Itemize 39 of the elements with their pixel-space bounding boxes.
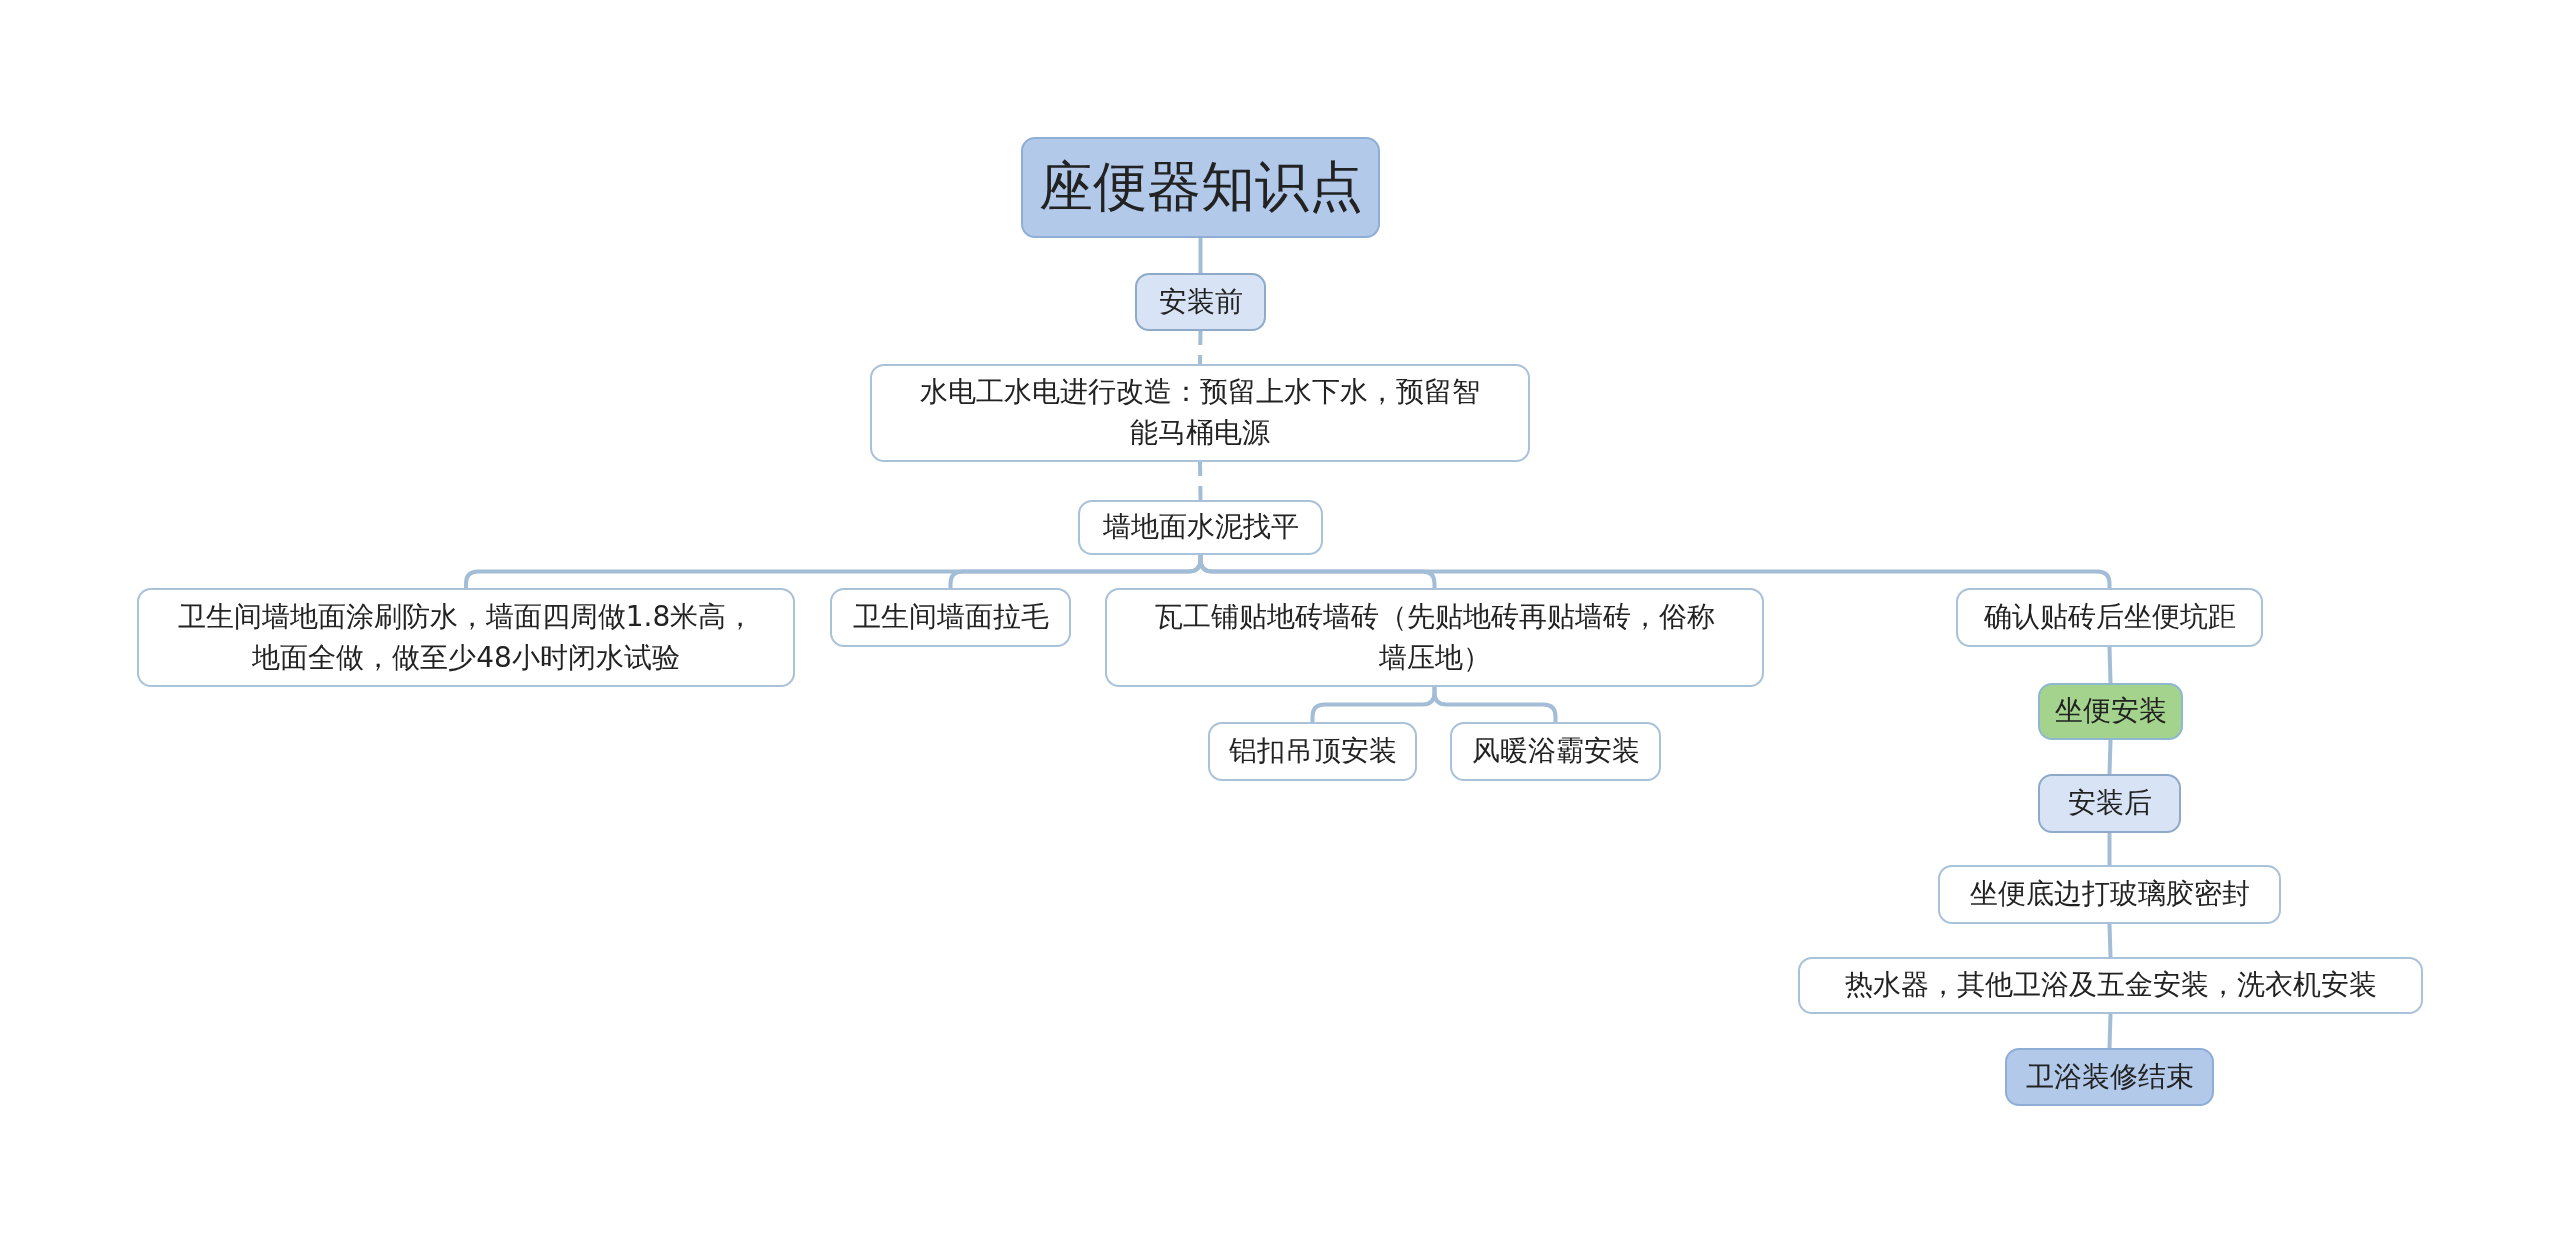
connector-line: [1198, 238, 1203, 273]
topic-text: 墙地面水泥找平: [1102, 509, 1299, 546]
topic-box: [1798, 957, 2423, 1014]
connector-line: [2107, 923, 2113, 958]
topic-box: [1105, 588, 1764, 687]
topic-box: [1956, 588, 2263, 647]
root-topic-box: [1021, 137, 1380, 238]
topic-text: 卫生间墙地面涂刷防水，墙面四周做1.8米高，地面全做，做至少48小时闭水试验: [176, 598, 756, 676]
connector-line: [1198, 461, 1203, 501]
topic-text: 风暖浴霸安装: [1471, 733, 1640, 770]
connector-line: [2107, 833, 2112, 865]
connector-line: [2107, 646, 2113, 684]
highlight-box: [2038, 683, 2183, 740]
topic-text: 卫生间墙面拉毛: [852, 599, 1049, 636]
topic-text: 坐便底边打玻璃胶密封: [1969, 876, 2250, 913]
topic-box: [870, 364, 1530, 462]
stage-box: [1135, 273, 1266, 331]
topic-text: 安装后: [2067, 785, 2152, 822]
topic-box: [1938, 865, 2281, 924]
topic-text: 座便器知识点: [1038, 154, 1363, 221]
connector-line: [2107, 739, 2113, 775]
topic-box: [137, 588, 795, 687]
stage-box: [2038, 774, 2181, 833]
topic-text: 卫浴装修结束: [2025, 1058, 2194, 1095]
topic-text: 水电工水电进行改造：预留上水下水，预留智能马桶电源: [919, 374, 1481, 451]
connector-line: [1432, 687, 1558, 722]
topic-box: [830, 588, 1071, 647]
topic-text: 坐便安装: [2054, 693, 2167, 730]
topic-text: 瓦工铺贴地砖墙砖（先贴地砖再贴墙砖，俗称墙压地）: [1153, 598, 1716, 676]
topic-text: 热水器，其他卫浴及五金安装，洗衣机安装: [1844, 967, 2377, 1004]
topic-text: 确认贴砖后坐便坑距: [1983, 599, 2236, 636]
topic-box: [1208, 722, 1417, 781]
connector-line: [2107, 1013, 2113, 1049]
topic-box: [1078, 500, 1323, 555]
connector-line: [1198, 330, 1203, 365]
topic-text: 铝扣吊顶安装: [1228, 733, 1397, 770]
topic-text: 安装前: [1158, 283, 1243, 320]
topic-box: [1450, 722, 1661, 781]
end-box: [2005, 1048, 2214, 1106]
